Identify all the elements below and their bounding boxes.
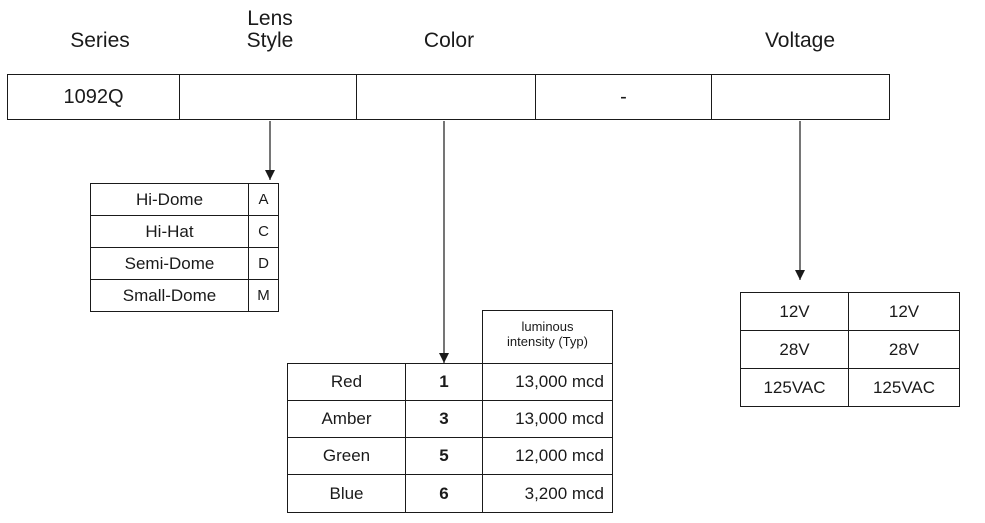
lens-name: Semi-Dome: [90, 247, 249, 280]
header-series: Series: [70, 29, 130, 52]
lens-code: M: [248, 279, 279, 312]
color-code: 3: [405, 400, 483, 438]
lens-arrowhead: [265, 170, 275, 180]
header-lens-style-line2: Style: [246, 29, 294, 52]
part-series-cell: 1092Q: [7, 74, 180, 120]
table-row: Green 5 12,000 mcd: [287, 437, 613, 475]
voltage-right: 28V: [848, 330, 960, 369]
color-name: Red: [287, 363, 406, 401]
table-row: Red 1 13,000 mcd: [287, 363, 613, 401]
part-voltage-cell: [711, 74, 890, 120]
color-intensity: 12,000 mcd: [482, 437, 613, 475]
lens-name: Hi-Dome: [90, 183, 249, 216]
intensity-header: luminous intensity (Typ): [482, 310, 613, 364]
lens-code: D: [248, 247, 279, 280]
lens-name: Small-Dome: [90, 279, 249, 312]
color-code: 5: [405, 437, 483, 475]
color-code: 6: [405, 474, 483, 513]
color-name: Blue: [287, 474, 406, 513]
color-intensity: 13,000 mcd: [482, 400, 613, 438]
color-code: 1: [405, 363, 483, 401]
intensity-header-line1: luminous: [521, 319, 574, 334]
lens-name: Hi-Hat: [90, 215, 249, 248]
table-row: 12V 12V: [740, 292, 960, 331]
table-row: Amber 3 13,000 mcd: [287, 400, 613, 438]
voltage-left: 28V: [740, 330, 849, 369]
part-lens-cell: [179, 74, 357, 120]
intensity-header-line2: intensity (Typ): [507, 334, 588, 349]
lens-code: C: [248, 215, 279, 248]
voltage-arrowhead: [795, 270, 805, 280]
color-name: Green: [287, 437, 406, 475]
part-number-box: 1092Q -: [7, 74, 890, 120]
table-row: Hi-Hat C: [90, 215, 279, 248]
color-arrowhead: [439, 353, 449, 363]
header-lens-style-line1: Lens: [247, 7, 293, 30]
part-separator-cell: -: [535, 74, 712, 120]
table-row: 125VAC 125VAC: [740, 368, 960, 407]
lens-style-table: Hi-Dome A Hi-Hat C Semi-Dome D Small-Dom…: [90, 183, 279, 312]
table-row: 28V 28V: [740, 330, 960, 369]
table-row: Semi-Dome D: [90, 247, 279, 280]
voltage-left: 12V: [740, 292, 849, 331]
voltage-table: 12V 12V 28V 28V 125VAC 125VAC: [740, 292, 960, 407]
part-color-cell: [356, 74, 536, 120]
table-row: Small-Dome M: [90, 279, 279, 312]
voltage-left: 125VAC: [740, 368, 849, 407]
voltage-right: 12V: [848, 292, 960, 331]
table-row: Blue 6 3,200 mcd: [287, 474, 613, 513]
table-row: Hi-Dome A: [90, 183, 279, 216]
color-intensity: 3,200 mcd: [482, 474, 613, 513]
color-intensity: 13,000 mcd: [482, 363, 613, 401]
header-voltage: Voltage: [764, 29, 836, 52]
color-name: Amber: [287, 400, 406, 438]
lens-code: A: [248, 183, 279, 216]
color-table: Red 1 13,000 mcd Amber 3 13,000 mcd Gree…: [287, 363, 613, 513]
header-color: Color: [423, 29, 475, 52]
voltage-right: 125VAC: [848, 368, 960, 407]
